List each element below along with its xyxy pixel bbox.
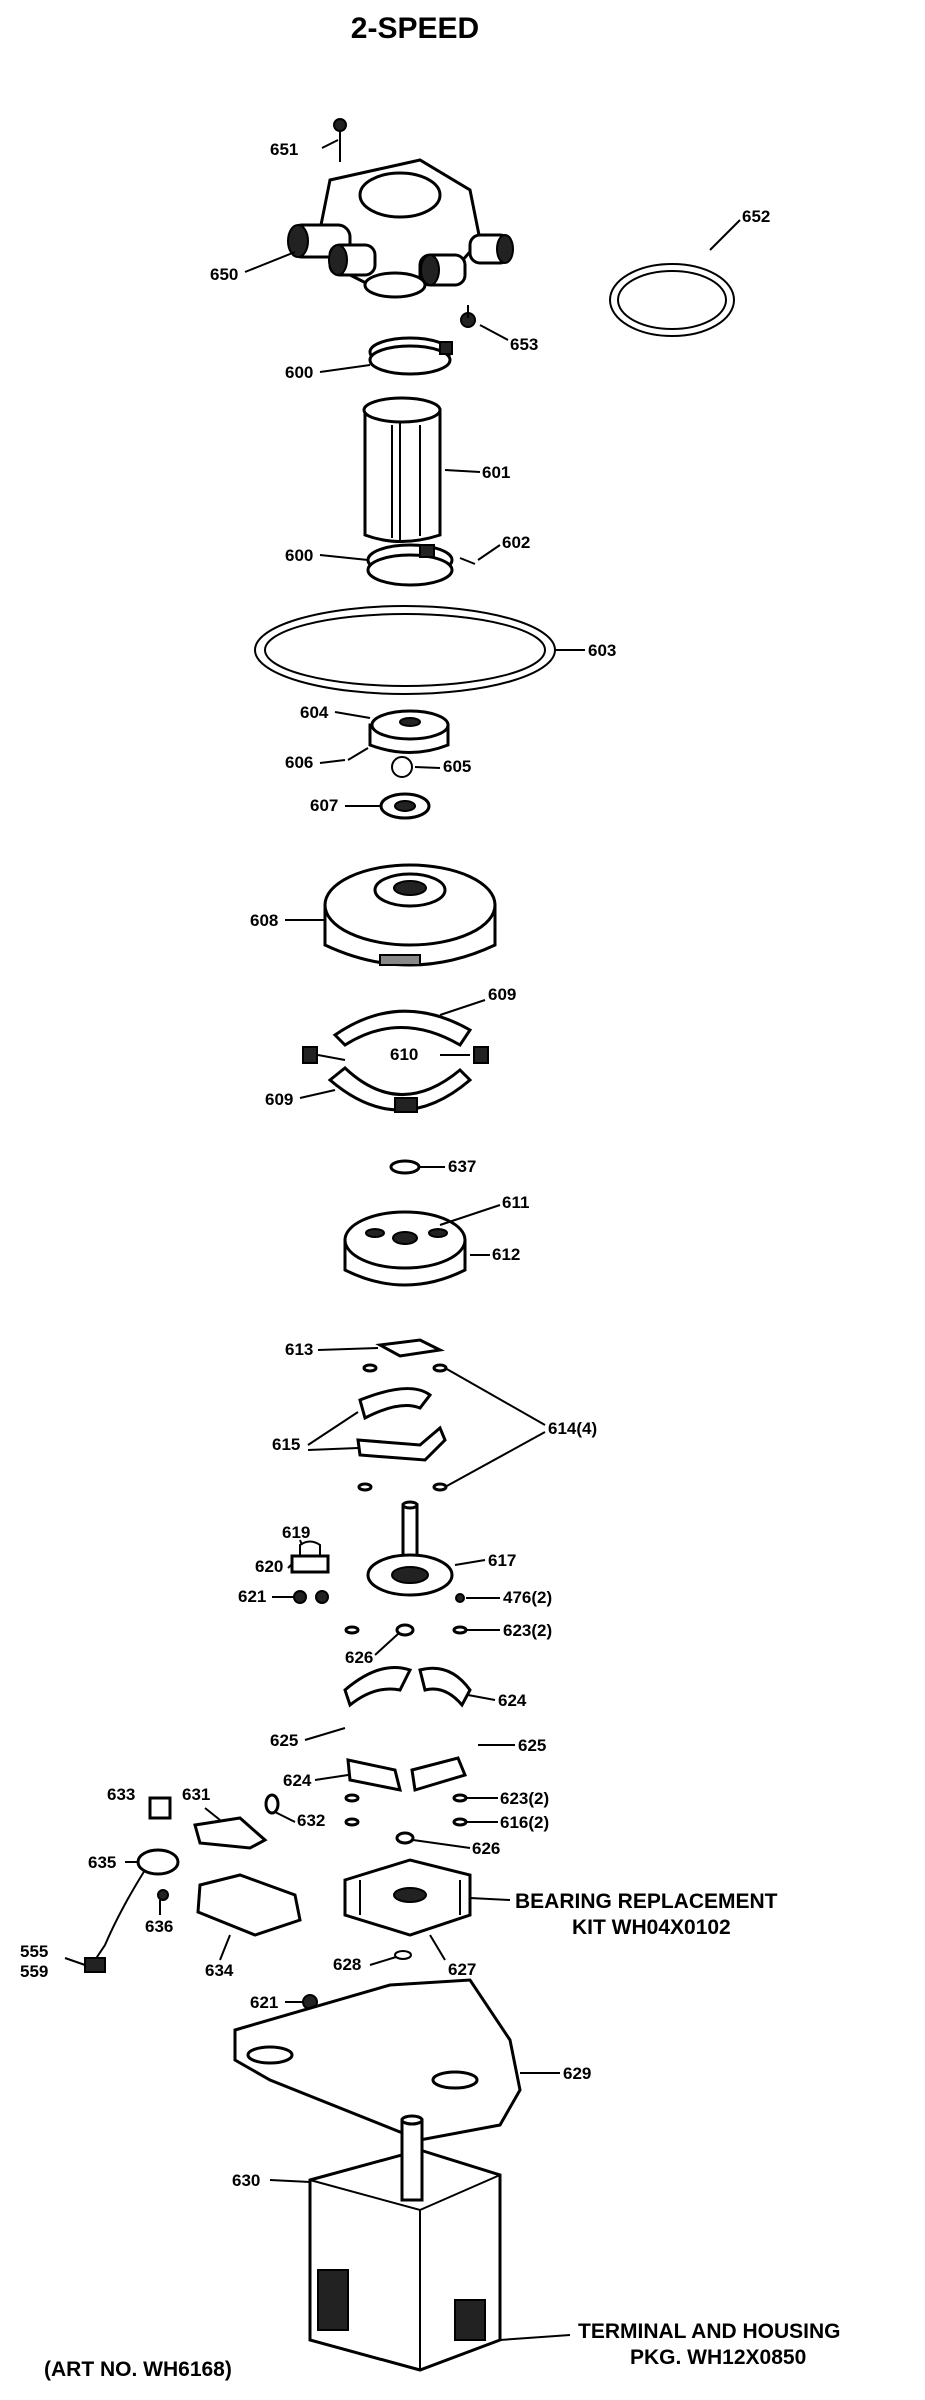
part-617-shaft-plate <box>366 1500 454 1597</box>
callout-653: 653 <box>510 335 538 354</box>
part-609-brake-shoe-top <box>332 1009 473 1048</box>
callout-601: 601 <box>482 463 510 482</box>
callout-630: 630 <box>232 2171 260 2190</box>
callout-636: 636 <box>145 1917 173 1936</box>
callout-607: 607 <box>310 796 338 815</box>
callout-624-left: 624 <box>283 1771 312 1790</box>
part-476-623-washers <box>344 1593 468 1637</box>
callout-614: 614(4) <box>548 1419 597 1438</box>
callout-559: 559 <box>20 1962 48 1981</box>
part-620-plate <box>290 1554 330 1574</box>
callout-600-bottom: 600 <box>285 546 313 565</box>
part-601-sleeve <box>362 396 442 543</box>
part-606-key <box>347 747 369 761</box>
callout-606: 606 <box>285 753 313 772</box>
callout-600-top: 600 <box>285 363 313 382</box>
callout-632: 632 <box>297 1811 325 1830</box>
callout-631: 631 <box>182 1785 210 1804</box>
callout-605: 605 <box>443 757 471 776</box>
part-605-retaining-ring <box>391 756 413 778</box>
callout-626-bottom: 626 <box>472 1839 500 1858</box>
callout-609-top: 609 <box>488 985 516 1004</box>
callout-629: 629 <box>563 2064 591 2083</box>
part-603-belt <box>254 605 556 695</box>
leader-lines <box>64 139 741 2341</box>
part-611-612-hub <box>343 1210 467 1287</box>
callout-617: 617 <box>488 1551 516 1570</box>
callout-555: 555 <box>20 1942 48 1961</box>
part-653-screw <box>460 305 476 328</box>
part-615-shoes <box>356 1387 447 1462</box>
part-627-bearing-plate <box>343 1858 472 1937</box>
part-623-616-626-washers <box>344 1793 468 1845</box>
part-634-bracket <box>196 1873 302 1937</box>
part-629-mounting-plate <box>233 1978 522 2142</box>
part-628-ring <box>394 1950 412 1960</box>
callout-627: 627 <box>448 1960 476 1979</box>
callout-652: 652 <box>742 207 770 226</box>
callout-623-bottom: 623(2) <box>500 1789 549 1808</box>
kit-captions: BEARING REPLACEMENT KIT WH04X0102 TERMIN… <box>515 1890 841 2369</box>
part-608-drum <box>323 863 497 967</box>
callout-621: 621 <box>238 1587 266 1606</box>
part-600-clamp-bottom <box>366 543 454 587</box>
part-602-screw <box>459 557 476 565</box>
callout-608: 608 <box>250 911 278 930</box>
callout-616: 616(2) <box>500 1813 549 1832</box>
callout-603: 603 <box>588 641 616 660</box>
part-650-pump <box>287 158 514 299</box>
callout-650: 650 <box>210 265 238 284</box>
callout-602: 602 <box>502 533 530 552</box>
callout-651: 651 <box>270 140 298 159</box>
bearing-kit-line1: BEARING REPLACEMENT <box>515 1890 778 1913</box>
callout-476: 476(2) <box>503 1588 552 1607</box>
callout-625-left: 625 <box>270 1731 298 1750</box>
part-621-nuts <box>293 1590 329 1604</box>
callout-619: 619 <box>282 1523 310 1542</box>
part-624-625-shoes <box>343 1666 472 1792</box>
callout-621-lower: 621 <box>250 1993 278 2012</box>
part-637-washer <box>389 1159 421 1175</box>
part-600-clamp-top <box>368 336 453 376</box>
part-613-clip <box>375 1338 445 1358</box>
bearing-kit-line2: KIT WH04X0102 <box>572 1916 731 1939</box>
callout-625-right: 625 <box>518 1736 546 1755</box>
callout-613: 613 <box>285 1340 313 1359</box>
part-614-washers <box>357 1363 448 1492</box>
callout-626-top: 626 <box>345 1648 373 1667</box>
callout-635: 635 <box>88 1853 116 1872</box>
callout-611: 611 <box>502 1193 529 1212</box>
callout-604: 604 <box>300 703 329 722</box>
art-number: (ART NO. WH6168) <box>44 2358 232 2381</box>
part-630-motor <box>308 2114 502 2372</box>
callout-637: 637 <box>448 1157 476 1176</box>
callout-628: 628 <box>333 1955 361 1974</box>
part-651-screw <box>333 118 347 162</box>
part-610-springs <box>302 1046 489 1064</box>
part-604-pulley <box>368 709 450 754</box>
part-652-seal-ring <box>609 263 735 337</box>
part-609-brake-shoe-bottom <box>327 1066 473 1113</box>
callout-612: 612 <box>492 1245 520 1264</box>
callout-623-top: 623(2) <box>503 1621 552 1640</box>
callout-624-right: 624 <box>498 1691 527 1710</box>
callout-620: 620 <box>255 1557 283 1576</box>
callout-615: 615 <box>272 1435 300 1454</box>
callout-labels: 651 650 652 653 600 601 602 600 603 604 … <box>20 140 770 2190</box>
part-631-633-635-switch-assembly <box>84 1793 280 1973</box>
part-619-u-clip <box>299 1540 321 1556</box>
part-607-bearing <box>379 792 431 820</box>
callout-610: 610 <box>390 1045 418 1064</box>
callout-609-bottom: 609 <box>265 1090 293 1109</box>
diagram-title: 2-SPEED <box>350 12 480 45</box>
callout-634: 634 <box>205 1961 234 1980</box>
terminal-pkg-line1: TERMINAL AND HOUSING <box>578 2320 841 2343</box>
terminal-pkg-line2: PKG. WH12X0850 <box>630 2346 806 2369</box>
callout-633: 633 <box>107 1785 135 1804</box>
